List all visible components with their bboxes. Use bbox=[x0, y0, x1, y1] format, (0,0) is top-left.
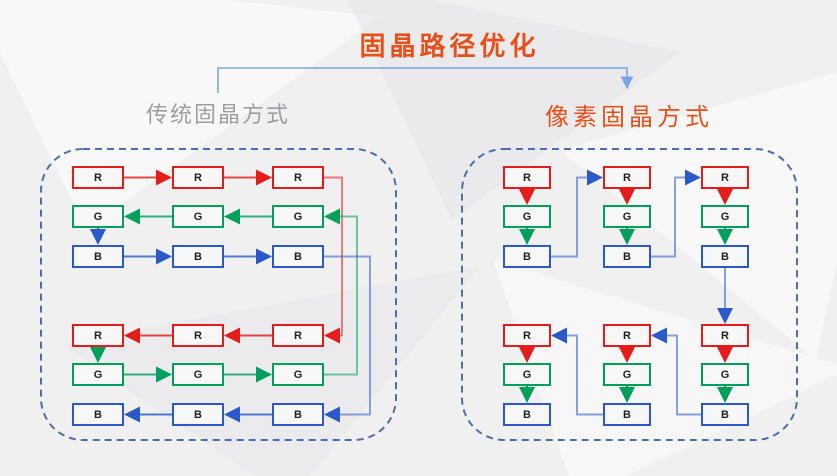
die-box-b: B bbox=[701, 403, 749, 426]
die-box-r: R bbox=[701, 324, 749, 347]
wrap-right-p2-p3 bbox=[651, 169, 701, 258]
die-box-b: B bbox=[272, 403, 324, 426]
wrap-right-p1-p2 bbox=[551, 169, 603, 258]
die-box-r: R bbox=[172, 166, 224, 189]
die-box-b: B bbox=[503, 245, 551, 268]
page-title: 固晶路径优化 bbox=[359, 31, 540, 61]
die-box-g: G bbox=[272, 363, 324, 386]
die-box-g: G bbox=[72, 363, 124, 386]
die-box-b: B bbox=[603, 245, 651, 268]
die-box-r: R bbox=[72, 166, 124, 189]
die-box-r: R bbox=[272, 166, 324, 189]
die-box-b: B bbox=[603, 403, 651, 426]
die-box-r: R bbox=[172, 324, 224, 347]
die-box-b: B bbox=[172, 245, 224, 268]
die-box-g: G bbox=[503, 363, 551, 386]
left-panel-frame bbox=[40, 148, 397, 441]
die-box-g: G bbox=[172, 205, 224, 228]
title-bracket bbox=[217, 67, 634, 93]
right-panel-frame bbox=[461, 148, 798, 441]
die-box-b: B bbox=[172, 403, 224, 426]
die-box-g: G bbox=[72, 205, 124, 228]
right-panel-label: 像素固晶方式 bbox=[545, 104, 713, 131]
wrap-right-p6-p5 bbox=[651, 327, 701, 416]
die-box-r: R bbox=[503, 324, 551, 347]
die-box-b: B bbox=[72, 245, 124, 268]
wrap-right-p5-p4 bbox=[551, 327, 603, 416]
die-box-g: G bbox=[701, 363, 749, 386]
die-box-r: R bbox=[603, 166, 651, 189]
die-box-g: G bbox=[503, 205, 551, 228]
wrap-left-b3-b6 bbox=[324, 255, 371, 423]
wrap-left-g6-g3 bbox=[324, 208, 358, 376]
die-box-r: R bbox=[72, 324, 124, 347]
die-box-r: R bbox=[272, 324, 324, 347]
die-box-g: G bbox=[701, 205, 749, 228]
die-box-g: G bbox=[272, 205, 324, 228]
die-box-b: B bbox=[701, 245, 749, 268]
die-box-b: B bbox=[72, 403, 124, 426]
left-panel-label: 传统固晶方式 bbox=[145, 102, 290, 127]
die-box-r: R bbox=[701, 166, 749, 189]
die-box-g: G bbox=[603, 363, 651, 386]
die-box-g: G bbox=[603, 205, 651, 228]
die-box-b: B bbox=[503, 403, 551, 426]
die-box-r: R bbox=[603, 324, 651, 347]
die-box-r: R bbox=[503, 166, 551, 189]
die-box-b: B bbox=[272, 245, 324, 268]
die-box-g: G bbox=[172, 363, 224, 386]
